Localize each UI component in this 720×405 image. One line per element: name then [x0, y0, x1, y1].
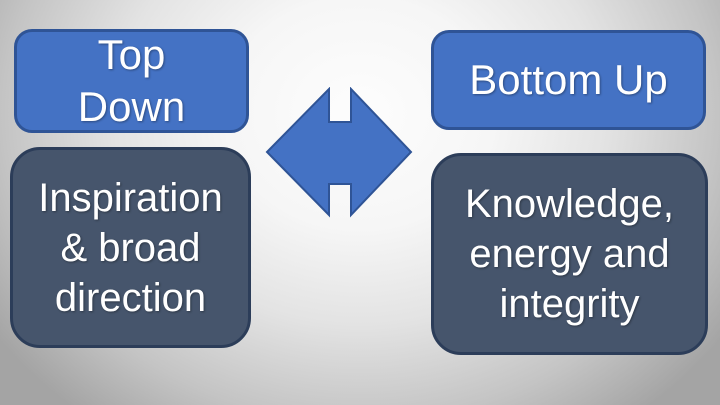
- bottom-up-label: Bottom Up: [469, 55, 668, 103]
- top-down-label: Top Down: [77, 30, 186, 131]
- bottom-up-box: Bottom Up: [431, 30, 706, 130]
- top-down-box: Top Down: [14, 29, 249, 133]
- left-right-arrow-icon: [265, 87, 413, 218]
- knowledge-box: Knowledge, energy and integrity: [431, 153, 708, 355]
- inspiration-box: Inspiration & broad direction: [10, 147, 251, 348]
- inspiration-label: Inspiration & broad direction: [38, 175, 223, 320]
- knowledge-label: Knowledge, energy and integrity: [464, 182, 675, 326]
